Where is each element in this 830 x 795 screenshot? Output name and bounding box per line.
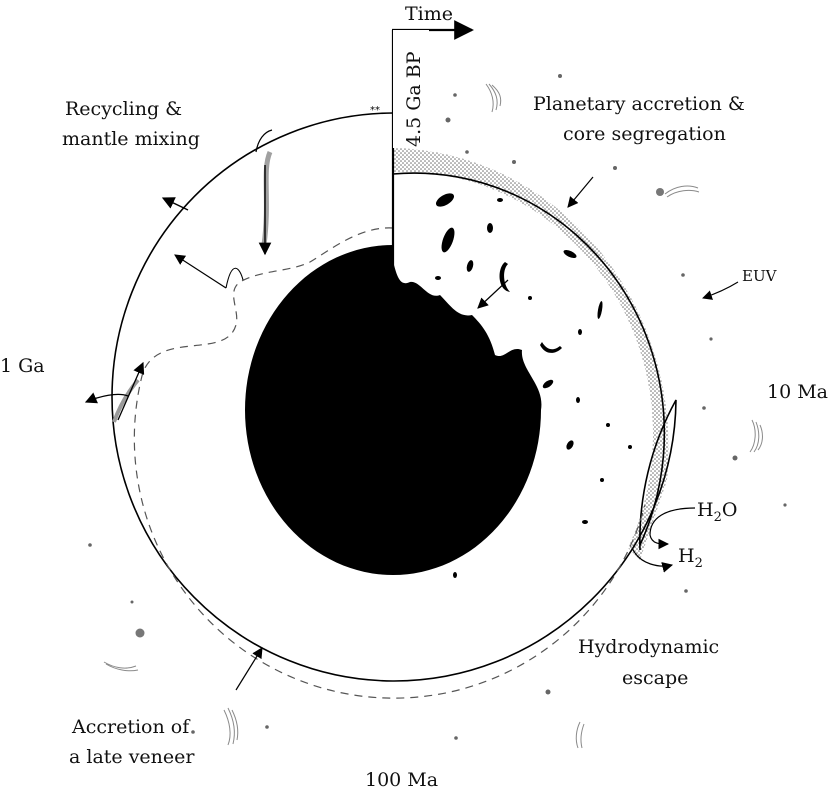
h2o-base: H (697, 499, 714, 521)
h2o-label: H2O (697, 499, 737, 525)
time-10ma-label: 10 Ma (767, 381, 828, 403)
age-label-box (393, 30, 429, 148)
h2-base: H (678, 545, 695, 567)
planetary-line-2: core segregation (563, 123, 726, 145)
comet-streaks (103, 83, 763, 749)
h2o-tail: O (722, 499, 738, 521)
proto-atmosphere-band (393, 148, 669, 560)
recycling-label: Recycling & mantle mixing (62, 98, 200, 150)
debris-dots (88, 74, 787, 740)
convection-arrows (84, 129, 273, 423)
recycling-line-2: mantle mixing (62, 128, 200, 150)
recycling-line-1: Recycling & (65, 98, 182, 120)
planet-outline (111, 112, 677, 682)
euv-label: EUV (742, 267, 778, 285)
h2-sub: 2 (695, 556, 703, 571)
iron-blobs (398, 193, 632, 578)
hydrodynamic-line-1: Hydrodynamic (578, 636, 719, 658)
h2-label: H2 (678, 545, 703, 571)
annotation-arrows (235, 176, 739, 691)
dashed-mantle-boundary (133, 227, 646, 699)
hydrodynamic-label: Hydrodynamic escape (578, 636, 719, 689)
age-label: 4.5 Ga BP (403, 51, 425, 147)
veneer-line-1: Accretion of (71, 716, 191, 738)
planetary-label: Planetary accretion & core segregation (533, 93, 745, 145)
hydrodynamic-line-2: escape (622, 667, 688, 689)
time-label: Time (405, 3, 453, 25)
planetary-line-1: Planetary accretion & (533, 93, 745, 115)
h2o-sub: 2 (714, 510, 722, 525)
veneer-label: Accretion of a late veneer (69, 716, 195, 768)
veneer-line-2: a late veneer (69, 746, 195, 768)
impact-marks: ** (370, 105, 380, 116)
time-100ma-label: 100 Ma (365, 769, 438, 791)
time-1ga-label: 1 Ga (0, 355, 45, 377)
